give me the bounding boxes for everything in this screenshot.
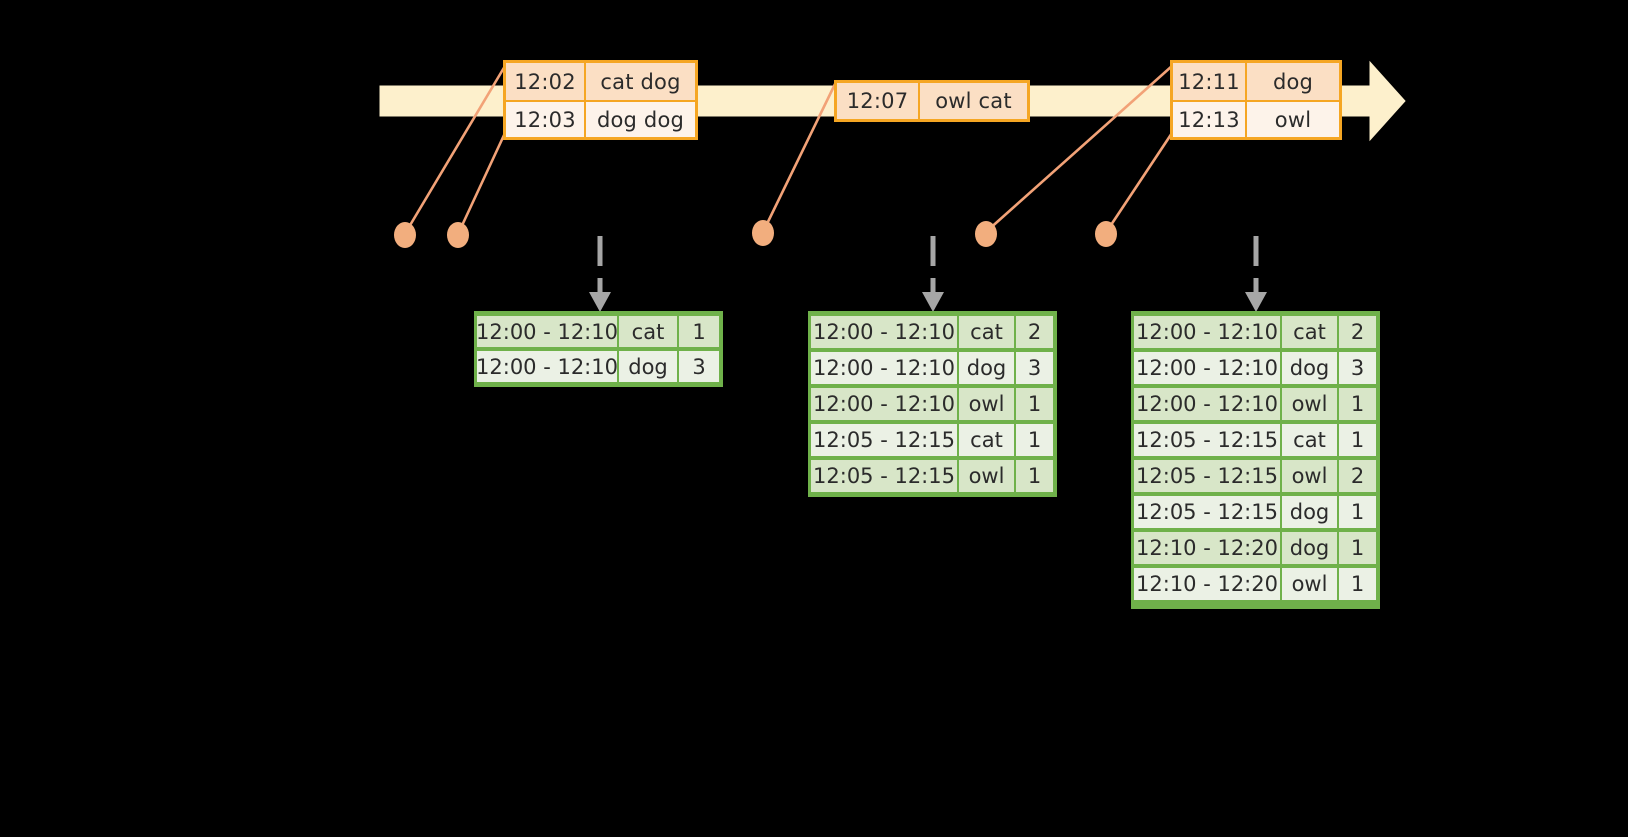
window-cell: 12:00 - 12:10 bbox=[1134, 316, 1280, 348]
event-dot-2 bbox=[447, 222, 469, 248]
count-cell: 3 bbox=[1339, 352, 1376, 384]
count-cell: 3 bbox=[1016, 352, 1053, 384]
count-cell: 1 bbox=[1339, 496, 1376, 528]
word-cell: cat bbox=[1282, 424, 1337, 456]
count-cell: 2 bbox=[1339, 316, 1376, 348]
event-dot-3 bbox=[752, 220, 774, 246]
word-cell: owl bbox=[1282, 568, 1337, 600]
connector-5 bbox=[1105, 131, 1174, 233]
word-cell: cat bbox=[959, 316, 1014, 348]
event-time: 12:03 bbox=[506, 102, 586, 137]
word-cell: cat bbox=[1282, 316, 1337, 348]
count-cell: 1 bbox=[1339, 424, 1376, 456]
result-table-3[interactable]: 12:00 - 12:10 cat 2 12:00 - 12:10 dog 3 … bbox=[1131, 311, 1380, 609]
connector-3 bbox=[762, 80, 838, 232]
table-row[interactable]: 12:00 - 12:10 cat 1 bbox=[476, 314, 720, 349]
emit-arrow-1 bbox=[589, 236, 611, 312]
event-dots bbox=[394, 220, 1117, 248]
window-cell: 12:10 - 12:20 bbox=[1134, 568, 1280, 600]
event-words: dog bbox=[1247, 63, 1339, 100]
word-cell: owl bbox=[1282, 388, 1337, 420]
event-row[interactable]: 12:07 owl cat bbox=[837, 83, 1027, 119]
window-cell: 12:00 - 12:10 bbox=[1134, 388, 1280, 420]
event-dot-1 bbox=[394, 222, 416, 248]
window-cell: 12:10 - 12:20 bbox=[1134, 532, 1280, 564]
table-row[interactable]: 12:05 - 12:15 cat 1 bbox=[811, 422, 1054, 458]
table-row[interactable]: 12:00 - 12:10 owl 1 bbox=[1134, 386, 1377, 422]
event-dot-5 bbox=[1095, 221, 1117, 247]
emit-arrows bbox=[589, 236, 1267, 312]
event-dot-4 bbox=[975, 221, 997, 247]
event-row[interactable]: 12:02 cat dog bbox=[506, 63, 695, 100]
word-cell: cat bbox=[959, 424, 1014, 456]
window-cell: 12:05 - 12:15 bbox=[811, 424, 957, 456]
window-cell: 12:05 - 12:15 bbox=[1134, 424, 1280, 456]
count-cell: 1 bbox=[1339, 388, 1376, 420]
connector-2 bbox=[457, 131, 507, 234]
word-cell: dog bbox=[1282, 532, 1337, 564]
table-row[interactable]: 12:00 - 12:10 dog 3 bbox=[1134, 350, 1377, 386]
word-cell: owl bbox=[1282, 460, 1337, 492]
window-cell: 12:00 - 12:10 bbox=[1134, 352, 1280, 384]
table-row[interactable]: 12:00 - 12:10 owl 1 bbox=[811, 386, 1054, 422]
table-row[interactable]: 12:10 - 12:20 dog 1 bbox=[1134, 530, 1377, 566]
table-row[interactable]: 12:05 - 12:15 dog 1 bbox=[1134, 494, 1377, 530]
table-row[interactable]: 12:00 - 12:10 cat 2 bbox=[1134, 314, 1377, 350]
event-row[interactable]: 12:11 dog bbox=[1173, 63, 1339, 100]
table-row[interactable]: 12:00 - 12:10 dog 3 bbox=[811, 350, 1054, 386]
word-cell: dog bbox=[1282, 496, 1337, 528]
window-cell: 12:05 - 12:15 bbox=[811, 460, 957, 492]
count-cell: 2 bbox=[1016, 316, 1053, 348]
event-row[interactable]: 12:13 owl bbox=[1173, 100, 1339, 137]
count-cell: 2 bbox=[1339, 460, 1376, 492]
table-row[interactable]: 12:05 - 12:15 owl 2 bbox=[1134, 458, 1377, 494]
window-cell: 12:05 - 12:15 bbox=[1134, 496, 1280, 528]
word-cell: owl bbox=[959, 388, 1014, 420]
result-table-2[interactable]: 12:00 - 12:10 cat 2 12:00 - 12:10 dog 3 … bbox=[808, 311, 1057, 497]
event-words: cat dog bbox=[586, 63, 695, 100]
event-group-3[interactable]: 12:11 dog 12:13 owl bbox=[1170, 60, 1342, 140]
table-row[interactable]: 12:05 - 12:15 cat 1 bbox=[1134, 422, 1377, 458]
count-cell: 1 bbox=[679, 316, 719, 347]
window-cell: 12:00 - 12:10 bbox=[811, 388, 957, 420]
event-words: owl cat bbox=[920, 83, 1027, 119]
event-group-2[interactable]: 12:07 owl cat bbox=[834, 80, 1030, 122]
count-cell: 1 bbox=[1016, 388, 1053, 420]
window-cell: 12:00 - 12:10 bbox=[811, 352, 957, 384]
event-words: dog dog bbox=[586, 102, 695, 137]
word-cell: owl bbox=[959, 460, 1014, 492]
table-row[interactable]: 12:00 - 12:10 cat 2 bbox=[811, 314, 1054, 350]
emit-arrow-3 bbox=[1245, 236, 1267, 312]
word-cell: cat bbox=[619, 316, 677, 347]
connector-1 bbox=[404, 64, 507, 234]
event-group-1[interactable]: 12:02 cat dog 12:03 dog dog bbox=[503, 60, 698, 140]
count-cell: 1 bbox=[1016, 424, 1053, 456]
event-words: owl bbox=[1247, 102, 1339, 137]
count-cell: 1 bbox=[1339, 532, 1376, 564]
emit-arrow-2 bbox=[922, 236, 944, 312]
result-table-1[interactable]: 12:00 - 12:10 cat 1 12:00 - 12:10 dog 3 bbox=[474, 311, 723, 387]
word-cell: dog bbox=[619, 351, 677, 382]
event-time: 12:13 bbox=[1173, 102, 1247, 137]
count-cell: 1 bbox=[1339, 568, 1376, 600]
table-row[interactable]: 12:00 - 12:10 dog 3 bbox=[476, 349, 720, 384]
table-row[interactable]: 12:05 - 12:15 owl 1 bbox=[811, 458, 1054, 494]
count-cell: 3 bbox=[679, 351, 719, 382]
event-time: 12:07 bbox=[837, 83, 920, 119]
word-cell: dog bbox=[1282, 352, 1337, 384]
word-cell: dog bbox=[959, 352, 1014, 384]
event-time: 12:02 bbox=[506, 63, 586, 100]
window-cell: 12:00 - 12:10 bbox=[811, 316, 957, 348]
count-cell: 1 bbox=[1016, 460, 1053, 492]
window-cell: 12:00 - 12:10 bbox=[476, 316, 618, 347]
window-cell: 12:05 - 12:15 bbox=[1134, 460, 1280, 492]
table-row[interactable]: 12:10 - 12:20 owl 1 bbox=[1134, 566, 1377, 602]
window-cell: 12:00 - 12:10 bbox=[476, 351, 618, 382]
event-time: 12:11 bbox=[1173, 63, 1247, 100]
event-row[interactable]: 12:03 dog dog bbox=[506, 100, 695, 137]
